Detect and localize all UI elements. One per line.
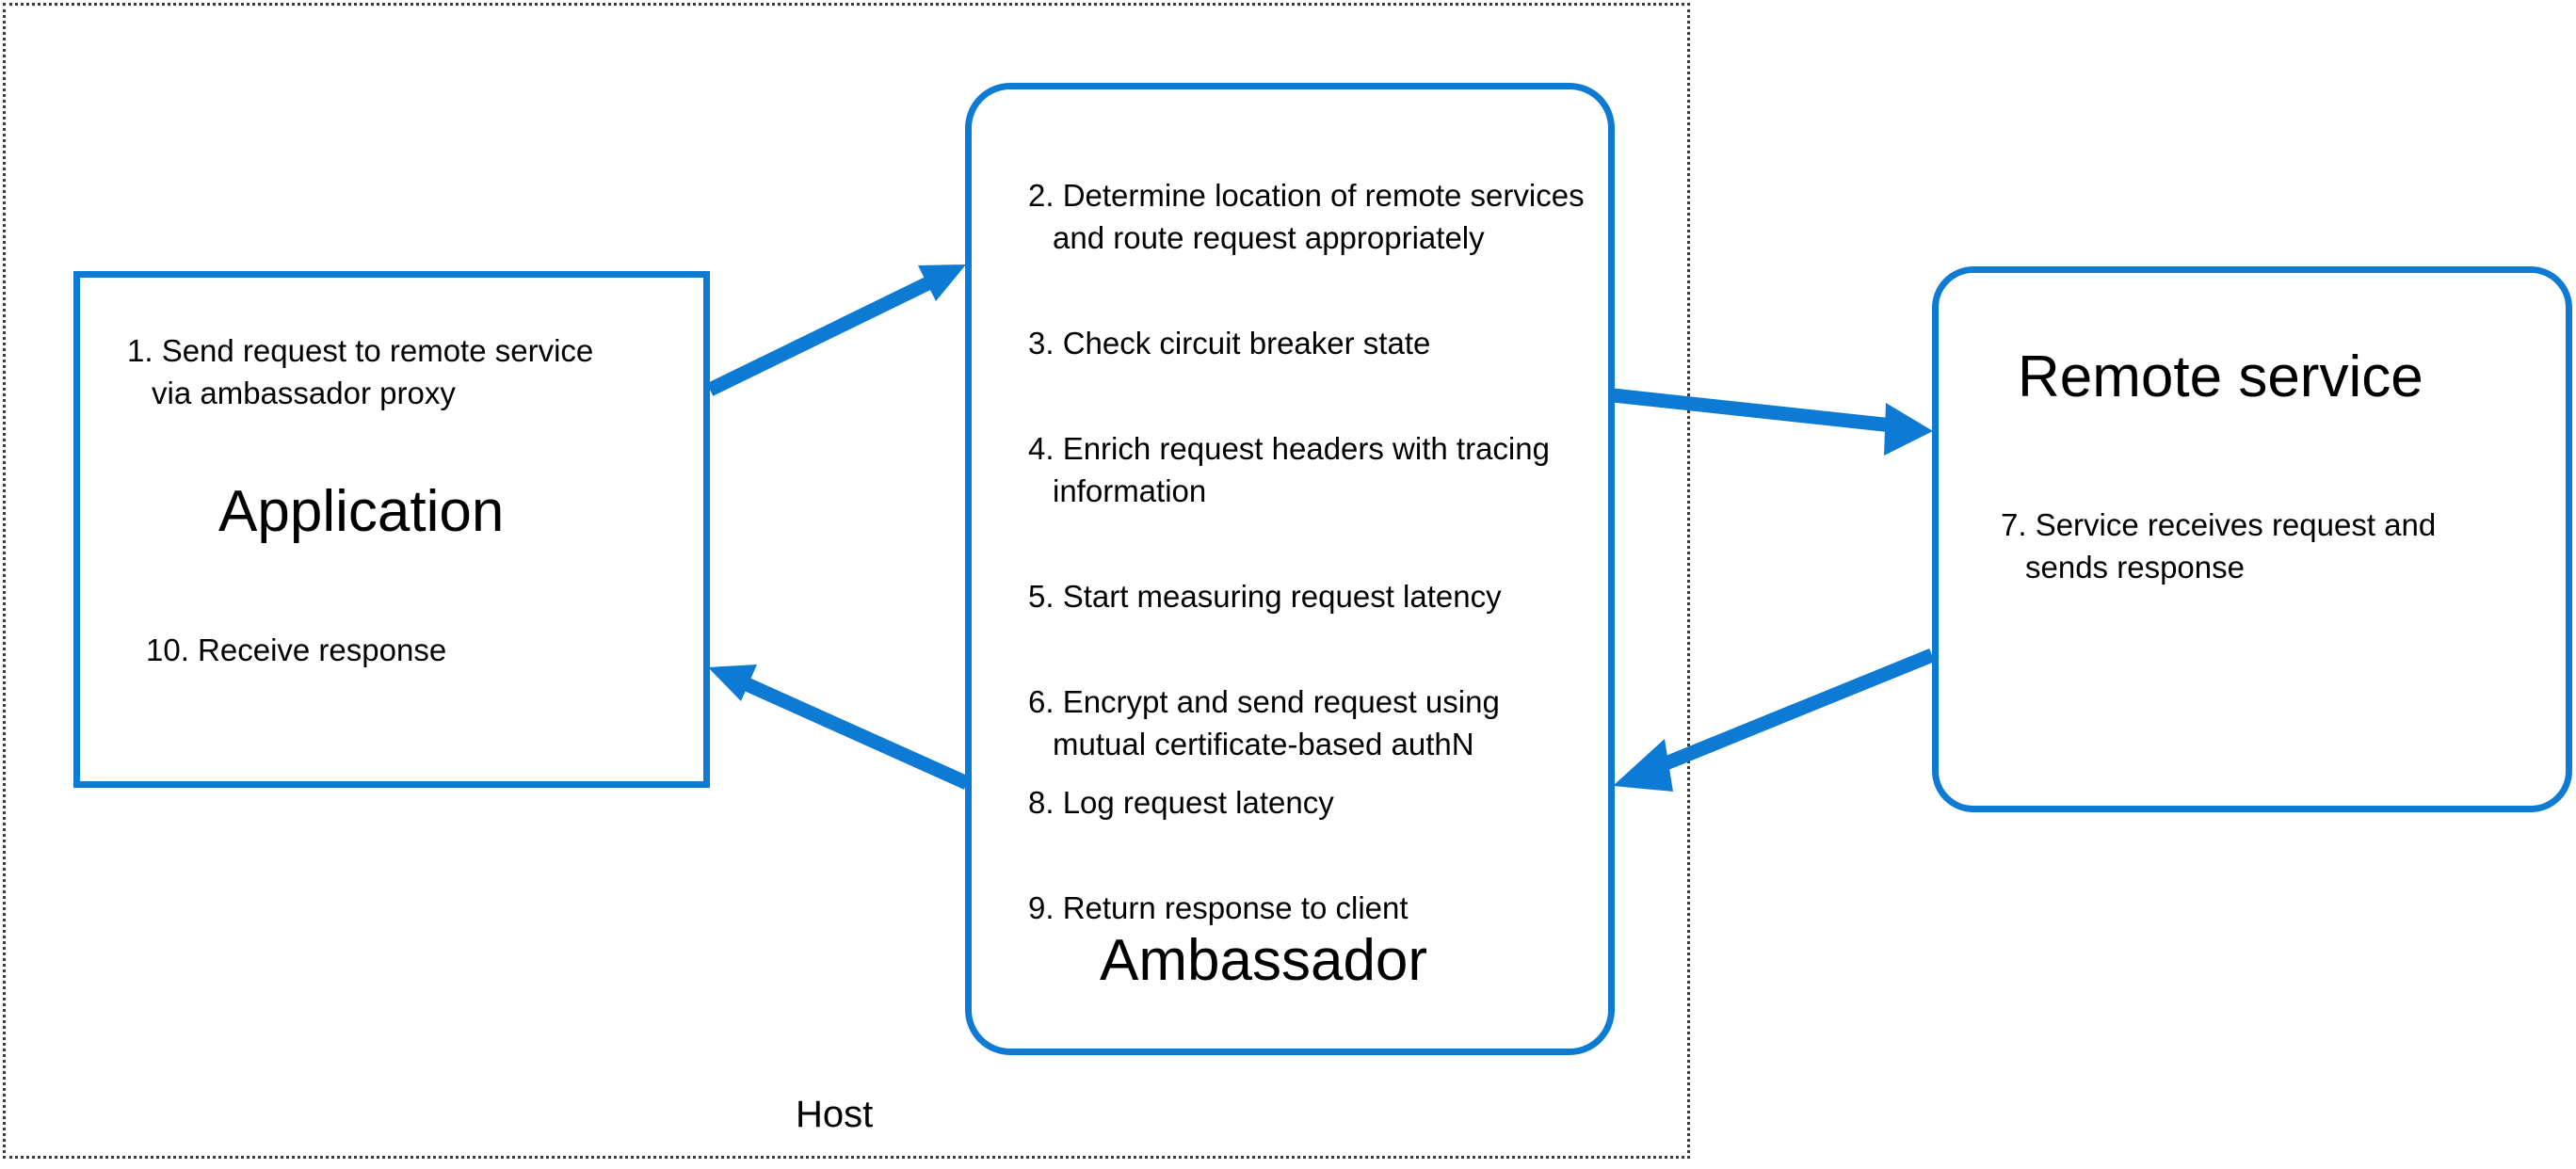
application-box[interactable] bbox=[73, 271, 710, 788]
ambassador-step-3: 3. Check circuit breaker state bbox=[1028, 326, 1431, 360]
application-step-1: 1. Send request to remote service via am… bbox=[127, 333, 594, 410]
remote-service-box[interactable] bbox=[1932, 266, 2572, 812]
application-title: Application bbox=[218, 479, 505, 544]
remote-service-step-7: 7. Service receives request and sends re… bbox=[2001, 507, 2437, 584]
ambassador-step-9: 9. Return response to client bbox=[1028, 890, 1409, 925]
ambassador-steps-bottom: 8. Log request latency 9. Return respons… bbox=[1028, 739, 1593, 971]
ambassador-steps-top: 2. Determine location of remote services… bbox=[1028, 132, 1593, 808]
remote-service-title: Remote service bbox=[2018, 344, 2423, 409]
ambassador-box[interactable] bbox=[965, 83, 1615, 1055]
ambassador-step-6: 6. Encrypt and send request using mutual… bbox=[1028, 684, 1500, 761]
ambassador-step-2: 2. Determine location of remote services… bbox=[1028, 178, 1585, 255]
ambassador-title: Ambassador bbox=[1100, 928, 1428, 993]
host-label: Host bbox=[796, 1094, 874, 1135]
ambassador-step-5: 5. Start measuring request latency bbox=[1028, 579, 1502, 614]
ambassador-step-4: 4. Enrich request headers with tracing i… bbox=[1028, 431, 1550, 508]
application-step-10: 10. Receive response bbox=[146, 633, 447, 667]
host-boundary bbox=[3, 3, 1690, 1159]
ambassador-step-8: 8. Log request latency bbox=[1028, 785, 1334, 820]
